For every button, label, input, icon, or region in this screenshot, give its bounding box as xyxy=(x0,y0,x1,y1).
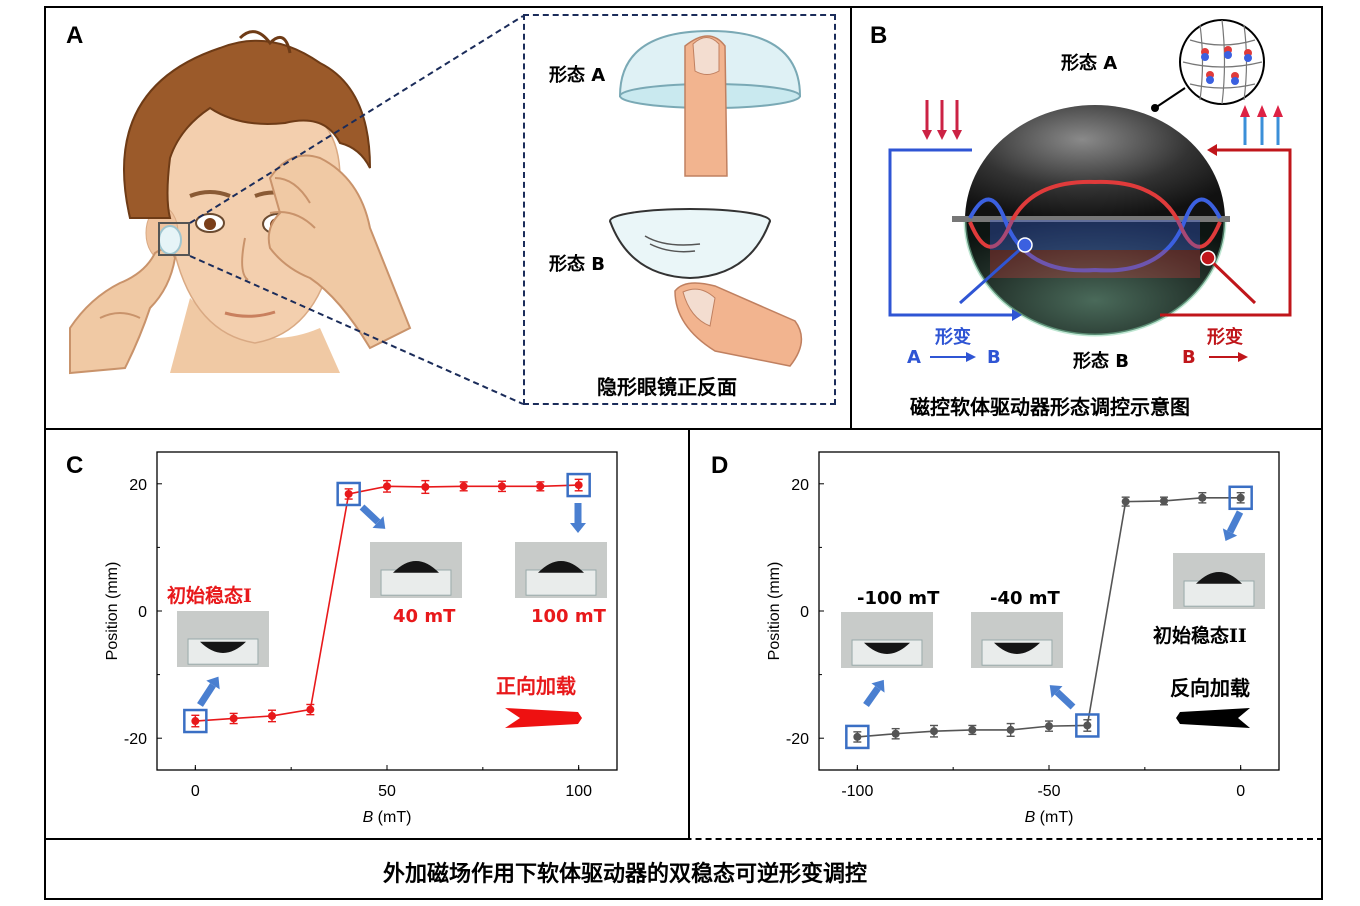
lens-caption: 隐形眼镜正反面 xyxy=(597,375,737,399)
pointer-arrow-initial xyxy=(197,676,220,707)
pointer-arrow-minus-100mt xyxy=(863,679,885,708)
x-axis-label: B (mT) xyxy=(363,809,412,826)
y-tick-label: -20 xyxy=(124,731,147,748)
x-tick-label: -100 xyxy=(841,783,873,800)
data-point xyxy=(853,732,862,741)
data-point xyxy=(1006,725,1015,734)
lens-state-b-illustration xyxy=(609,208,803,367)
x-tick-label: 50 xyxy=(378,783,396,800)
label-initial-state-2: 初始稳态II xyxy=(1153,625,1247,647)
highlight-box-minus-40mt xyxy=(1075,713,1100,738)
data-point xyxy=(421,482,430,491)
photo-initial-state-1 xyxy=(177,611,269,667)
highlight-box-40mt xyxy=(336,481,361,507)
x-tick-label: 100 xyxy=(565,783,592,800)
lens-state-a-illustration xyxy=(618,29,802,177)
label-40mt: 40 mT xyxy=(393,606,456,627)
actuator-schematic xyxy=(888,19,1292,337)
photo-minus-40mt xyxy=(971,612,1063,668)
data-point xyxy=(1236,493,1245,502)
label-forward-loading: 正向加载 xyxy=(496,674,576,698)
highlight-box-100mt xyxy=(566,472,591,498)
lens-state-a-label: 形态 A xyxy=(549,65,606,86)
label-100mt: 100 mT xyxy=(531,606,606,627)
zoom-inset-box xyxy=(523,14,836,405)
data-point xyxy=(930,727,938,736)
panel-a-letter: A xyxy=(66,22,84,49)
footer-divider xyxy=(44,838,1323,840)
data-point xyxy=(891,729,900,738)
panel-d-frame xyxy=(688,428,1323,840)
panel-b-letter: B xyxy=(870,22,888,49)
highlight-box-minus-100mt xyxy=(845,724,870,750)
y-axis-label: Position (mm) xyxy=(104,562,121,661)
photo-100mt xyxy=(515,542,607,598)
pointer-arrow-40mt xyxy=(359,504,386,529)
data-point xyxy=(268,711,276,720)
sphere-state-b-label: 形态 B xyxy=(1073,351,1129,372)
panel-d-letter: D xyxy=(711,452,729,479)
photo-40mt xyxy=(370,542,462,598)
forward-arrow-icon xyxy=(505,708,582,728)
x-tick-label: -50 xyxy=(1037,783,1060,800)
data-point xyxy=(459,482,468,491)
figure-caption: 外加磁场作用下软体驱动器的双稳态可逆形变调控 xyxy=(383,862,868,887)
pointer-arrow-initial xyxy=(1222,510,1244,541)
data-point xyxy=(383,482,391,491)
highlight-box-0mt xyxy=(183,708,208,734)
lens-highlight-box xyxy=(158,222,190,256)
data-point xyxy=(1160,496,1168,505)
pointer-arrow-minus-40mt xyxy=(1049,685,1076,710)
label-minus-40mt: -40 mT xyxy=(990,588,1060,609)
x-tick-label: 0 xyxy=(1236,783,1245,800)
actuator-caption: 磁控软体驱动器形态调控示意图 xyxy=(910,395,1190,419)
y-tick-label: 0 xyxy=(138,604,147,621)
deform-right-label: 形变 xyxy=(1207,327,1243,348)
x-axis-label: B (mT) xyxy=(1025,809,1074,826)
label-minus-100mt: -100 mT xyxy=(857,588,940,609)
y-axis-label: Position (mm) xyxy=(766,562,783,661)
y-tick-label: -20 xyxy=(786,731,809,748)
data-point xyxy=(344,489,353,498)
data-point xyxy=(1083,721,1092,730)
sphere-state-a-label: 形态 A xyxy=(1061,53,1118,74)
photo-initial-state-2 xyxy=(1173,553,1265,609)
pointer-arrow-100mt xyxy=(570,503,586,533)
lens-state-b-label: 形态 B xyxy=(549,254,605,275)
y-tick-label: 20 xyxy=(791,477,809,494)
photo-minus-100mt xyxy=(841,612,933,668)
panel-c-letter: C xyxy=(66,452,84,479)
data-point xyxy=(1198,493,1207,502)
data-point xyxy=(968,725,977,734)
transition-from-b: B xyxy=(1182,347,1196,368)
transition-to-b: B xyxy=(987,347,1001,368)
label-initial-state-1: 初始稳态I xyxy=(167,585,252,607)
reverse-arrow-icon xyxy=(1176,708,1250,728)
data-point xyxy=(306,705,315,714)
data-point xyxy=(536,482,545,491)
footer-frame xyxy=(44,838,1323,900)
highlight-box-0mt xyxy=(1228,485,1253,511)
data-point xyxy=(498,482,506,491)
data-point xyxy=(1121,497,1130,506)
y-tick-label: 20 xyxy=(129,477,147,494)
axes: -100 -50 0 20 0 -20 B (mT) Position (mm) xyxy=(766,451,1280,826)
data-point xyxy=(574,481,583,490)
x-tick-label: 0 xyxy=(191,783,200,800)
axes: 0 50 100 20 0 -20 B (mT) Position (mm) xyxy=(104,451,618,826)
transition-from-a: A xyxy=(907,347,921,368)
y-tick-label: 0 xyxy=(800,604,809,621)
data-point xyxy=(229,714,238,723)
person-illustration xyxy=(69,30,412,375)
label-reverse-loading: 反向加载 xyxy=(1170,676,1250,700)
data-point xyxy=(191,717,200,726)
deform-left-label: 形变 xyxy=(935,327,971,348)
data-point xyxy=(1045,722,1053,731)
